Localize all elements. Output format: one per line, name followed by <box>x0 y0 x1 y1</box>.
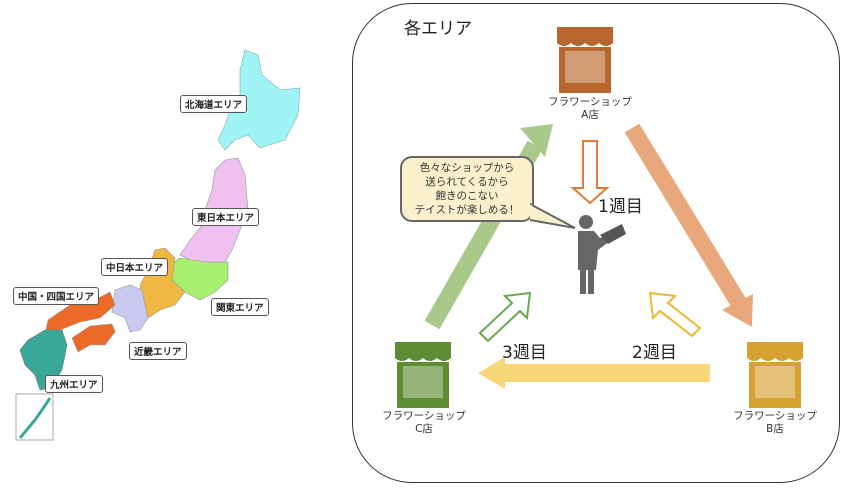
bubble-tail <box>530 202 576 229</box>
kinki-region <box>111 284 149 333</box>
arrow-a-to-b <box>624 123 753 327</box>
panel-title: 各エリア <box>404 19 472 39</box>
hollow-arrow-week3 <box>478 291 532 343</box>
shop-branch: C店 <box>415 423 433 435</box>
bubble-line: テイストが楽しめる！ <box>414 204 520 216</box>
bubble-line: 飽きのこない <box>435 190 499 202</box>
okinawa-inset <box>15 393 54 441</box>
week-3-label: 3週目 <box>502 343 547 363</box>
week-1-label: 1週目 <box>598 197 643 217</box>
shop-name: フラワーショップ <box>733 410 817 422</box>
hollow-arrow-week1 <box>570 140 610 205</box>
shop-name: フラワーショップ <box>548 96 632 108</box>
label-hokkaido: 北海道エリア <box>180 95 248 113</box>
label-kyushu: 九州エリア <box>45 375 103 393</box>
label-naka-nihon: 中日本エリア <box>101 258 169 276</box>
speech-bubble: 色々なショップから 送られてくるから 飽きのこない テイストが楽しめる！ <box>400 156 534 222</box>
label-kinki: 近畿エリア <box>129 342 187 360</box>
shop-branch: B店 <box>766 423 784 435</box>
shop-name: フラワーショップ <box>382 410 466 422</box>
week-2-label: 2週目 <box>632 343 677 363</box>
shop-branch: A店 <box>581 109 599 121</box>
hollow-arrow-week2 <box>648 291 702 338</box>
shop-b-icon <box>747 342 803 408</box>
shikoku-region <box>71 323 116 353</box>
bubble-line: 色々なショップから <box>419 162 515 174</box>
person-icon <box>578 215 626 294</box>
label-chugoku-shikoku: 中国・四国エリア <box>13 287 100 305</box>
arrow-b-to-c <box>478 357 710 389</box>
label-higashi-nihon: 東日本エリア <box>192 208 260 226</box>
label-kanto: 関東エリア <box>211 298 269 316</box>
shop-c-icon <box>395 342 451 408</box>
bubble-line: 送られてくるから <box>425 176 509 188</box>
area-panel <box>352 3 840 483</box>
shop-a-icon <box>557 27 613 93</box>
